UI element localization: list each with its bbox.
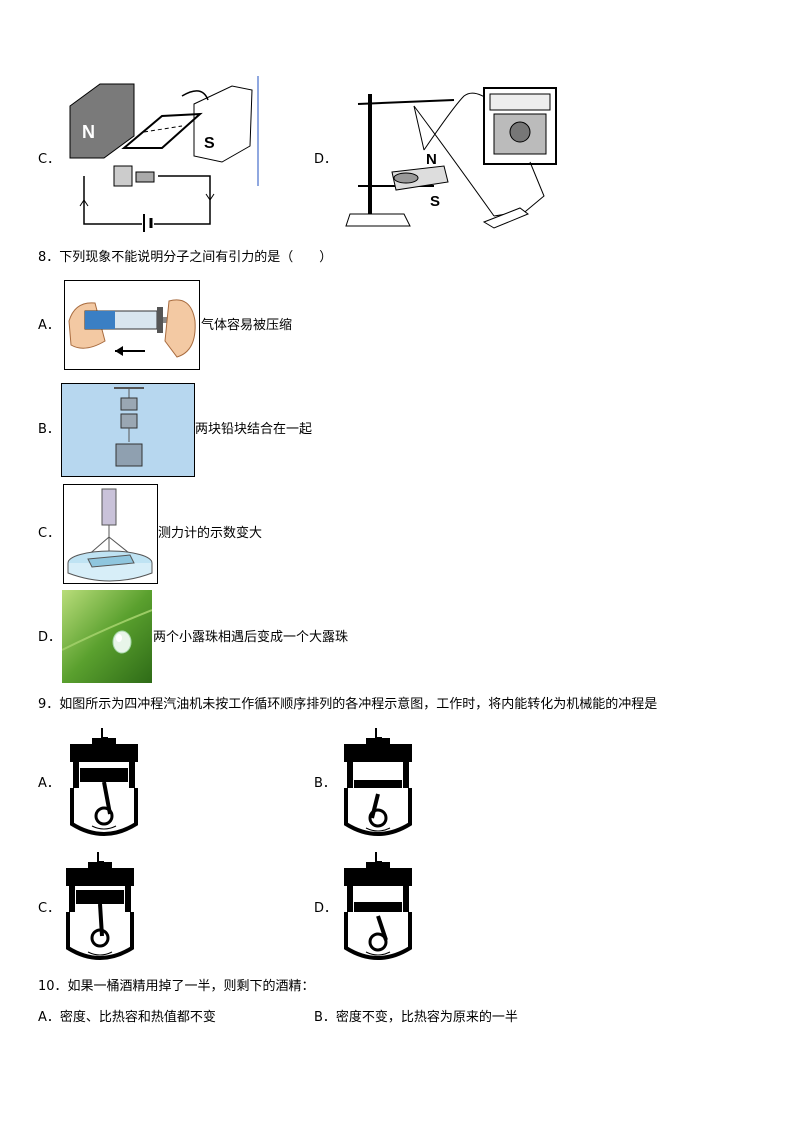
q10-option-a-text: 密度、比热容和热值都不变 <box>59 1010 216 1025</box>
syringe-image <box>64 280 200 370</box>
q9-option-d-label: D． <box>314 901 338 916</box>
engine-stroke-a <box>68 728 140 838</box>
q10-option-b-text: 密度不变，比热容为原来的一半 <box>335 1010 518 1025</box>
engine-stroke-d <box>342 852 414 962</box>
q8-option-c-text: 测力计的示数变大 <box>158 526 263 541</box>
q8-option-d-text: 两个小露珠相遇后变成一个大露珠 <box>153 630 349 645</box>
engine-stroke-c <box>64 852 136 962</box>
q9-option-c-label: C． <box>38 901 61 916</box>
q8-option-a-text: 气体容易被压缩 <box>201 318 293 333</box>
galv-s-text: S <box>430 193 440 210</box>
q7-generator-figure: N S <box>344 86 564 232</box>
q9-stem: 9．如图所示为四冲程汽油机未按工作循环顺序排列的各冲程示意图，工作时，将内能转化… <box>38 697 658 712</box>
q10-option-a-label: A． <box>38 1010 60 1025</box>
galv-n-text: N <box>426 151 437 168</box>
magnet-s-text: S <box>204 135 215 152</box>
q8-option-c-label: C． <box>38 526 61 541</box>
q8-stem: 8．下列现象不能说明分子之间有引力的是（ ） <box>38 250 333 265</box>
q10-option-a: A．密度、比热容和热值都不变 <box>38 1010 216 1026</box>
engine-stroke-b <box>342 728 414 838</box>
q10-option-b: B．密度不变，比热容为原来的一半 <box>314 1010 518 1026</box>
q9-option-a-label: A． <box>38 776 60 791</box>
q8-option-b-label: B． <box>38 422 60 437</box>
q9-option-b-label: B． <box>314 776 336 791</box>
q10-stem: 10．如果一桶酒精用掉了一半，则剩下的酒精： <box>38 979 315 994</box>
dew-drop-image <box>61 590 153 683</box>
q7-motor-figure: N S <box>62 76 262 236</box>
q10-option-b-label: B． <box>314 1010 336 1025</box>
spring-scale-image <box>63 484 158 584</box>
magnet-n-text: N <box>82 122 95 142</box>
q7-option-d-label: D． <box>314 152 338 167</box>
lead-blocks-image <box>61 383 195 477</box>
q8-option-b-text: 两块铅块结合在一起 <box>195 422 313 437</box>
q8-option-d-label: D． <box>38 630 62 645</box>
q8-option-a-label: A． <box>38 318 60 333</box>
q7-option-c-label: C． <box>38 152 61 167</box>
